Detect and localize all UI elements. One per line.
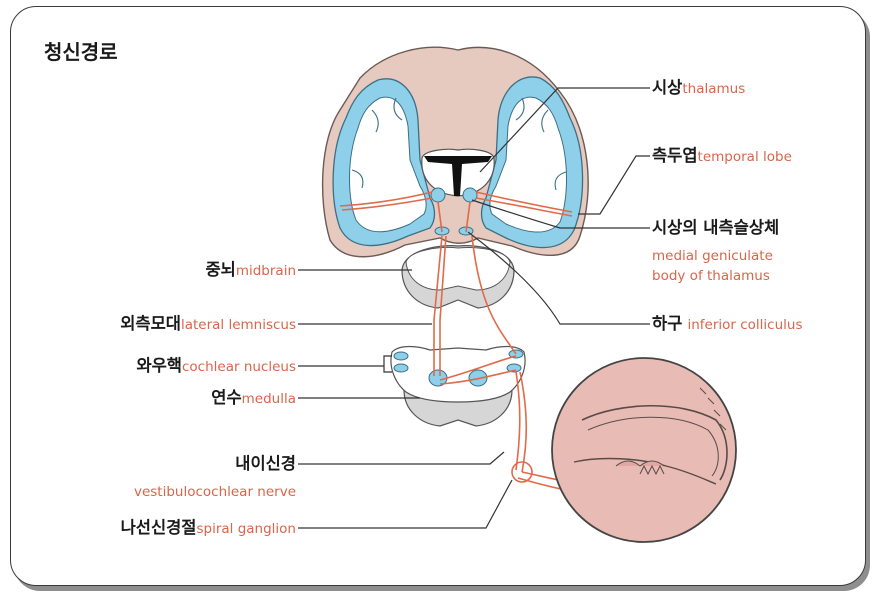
label-midbrain-ko: 중뇌	[205, 260, 235, 279]
label-lateral-lemniscus: 외측모대lateral lemniscus	[120, 314, 296, 335]
label-thalamus-ko: 시상	[652, 78, 682, 97]
label-ic-ko: 하구	[652, 314, 682, 333]
label-cn-en: cochlear nucleus	[182, 359, 296, 375]
label-inferior-colliculus: 하구 inferior colliculus	[652, 314, 803, 335]
label-mgb-en-1: medial geniculate	[652, 246, 773, 266]
label-cn-ko: 와우핵	[136, 356, 182, 375]
cerebrum	[323, 47, 589, 256]
label-sg-ko: 나선신경절	[121, 518, 197, 537]
label-vcn-en: vestibulocochlear nerve	[134, 482, 296, 502]
cochlea-illustration	[552, 358, 736, 542]
label-vcn-ko-wrap: 내이신경	[235, 454, 296, 474]
label-cochlear-nucleus: 와우핵cochlear nucleus	[136, 356, 296, 377]
label-sg-en: spiral ganglion	[196, 521, 296, 537]
label-temporal-lobe-en: temporal lobe	[698, 149, 792, 165]
label-midbrain-en: midbrain	[236, 263, 296, 279]
label-medulla-en: medulla	[242, 391, 296, 407]
label-mgb-ko-wrap: 시상의 내측슬상체	[652, 218, 779, 238]
label-medulla-ko: 연수	[211, 388, 241, 407]
label-vcn-ko: 내이신경	[235, 454, 296, 473]
label-ll-en: lateral lemniscus	[181, 317, 296, 333]
label-mgb-en-2: body of thalamus	[652, 266, 770, 286]
label-spiral-ganglion: 나선신경절spiral ganglion	[121, 518, 296, 539]
label-thalamus: 시상thalamus	[652, 78, 745, 99]
page-title: 청신경로	[44, 36, 118, 65]
label-mgb-ko: 시상의 내측슬상체	[652, 218, 779, 237]
label-midbrain: 중뇌midbrain	[205, 260, 296, 281]
label-medulla: 연수medulla	[211, 388, 296, 409]
label-temporal-lobe-ko: 측두엽	[652, 146, 698, 165]
label-thalamus-en: thalamus	[682, 81, 745, 97]
label-ll-ko: 외측모대	[120, 314, 181, 333]
medulla-section	[391, 347, 525, 427]
left-mgb-spot	[431, 188, 445, 202]
label-temporal-lobe: 측두엽temporal lobe	[652, 146, 792, 167]
label-ic-en: inferior colliculus	[687, 317, 802, 333]
right-mgb-spot	[463, 188, 477, 202]
